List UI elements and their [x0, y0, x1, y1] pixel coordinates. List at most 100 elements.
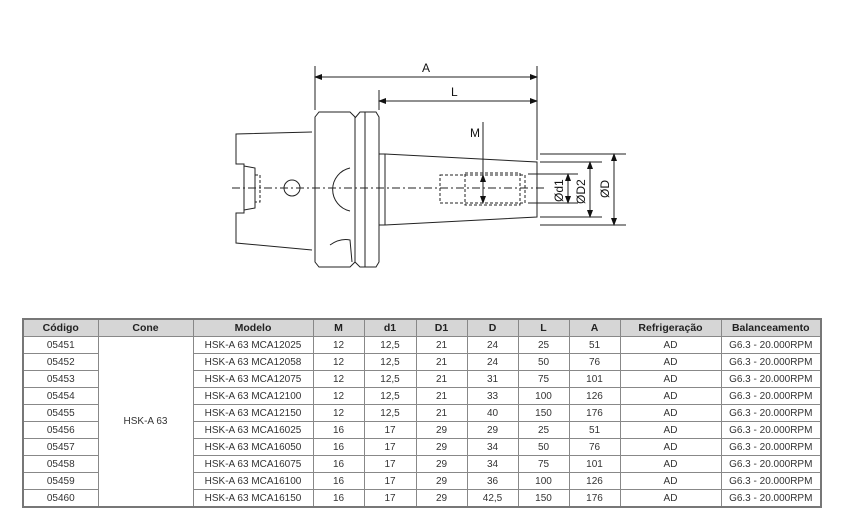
column-header: Cone: [97, 318, 194, 337]
cell-codigo: 05452: [22, 353, 99, 371]
cell-codigo: 05460: [22, 489, 99, 508]
cell-modelo: HSK-A 63 MCA16150: [192, 489, 314, 508]
cell-m: 16: [312, 455, 365, 473]
cell-a: 126: [568, 472, 621, 490]
cell-l: 100: [517, 387, 570, 405]
cell-a: 101: [568, 455, 621, 473]
cell-d: 33: [466, 387, 519, 405]
cell-d1: 29: [415, 421, 468, 439]
cell-m: 12: [312, 387, 365, 405]
column-header: Modelo: [192, 318, 314, 337]
cell-a: 101: [568, 370, 621, 388]
cell-bal: G6.3 - 20.000RPM: [720, 455, 822, 473]
cell-d1: 21: [415, 353, 468, 371]
cell-d1: 29: [415, 455, 468, 473]
cell-ref: AD: [619, 438, 722, 456]
cell-bal: G6.3 - 20.000RPM: [720, 421, 822, 439]
cell-codigo: 05454: [22, 387, 99, 405]
cell-d: 34: [466, 455, 519, 473]
cell-codigo: 05451: [22, 336, 99, 354]
cell-d1: 12,5: [363, 387, 417, 405]
cell-m: 12: [312, 404, 365, 422]
cell-m: 16: [312, 421, 365, 439]
cell-l: 150: [517, 489, 570, 508]
cell-d: 24: [466, 353, 519, 371]
cell-modelo: HSK-A 63 MCA16075: [192, 455, 314, 473]
cell-d1: 12,5: [363, 353, 417, 371]
cell-d: 36: [466, 472, 519, 490]
cell-ref: AD: [619, 404, 722, 422]
cell-d: 31: [466, 370, 519, 388]
cell-ref: AD: [619, 370, 722, 388]
cell-m: 12: [312, 336, 365, 354]
cell-d1: 17: [363, 421, 417, 439]
cell-d: 34: [466, 438, 519, 456]
cell-m: 12: [312, 370, 365, 388]
cell-ref: AD: [619, 472, 722, 490]
cell-d: 42,5: [466, 489, 519, 508]
cell-d1: 12,5: [363, 370, 417, 388]
cell-d1: 17: [363, 472, 417, 490]
cell-modelo: HSK-A 63 MCA12075: [192, 370, 314, 388]
cell-d1: 21: [415, 370, 468, 388]
cell-d1: 21: [415, 404, 468, 422]
cell-l: 75: [517, 370, 570, 388]
cell-codigo: 05458: [22, 455, 99, 473]
cell-a: 176: [568, 404, 621, 422]
cell-l: 50: [517, 353, 570, 371]
cell-d1: 29: [415, 472, 468, 490]
cell-ref: AD: [619, 353, 722, 371]
cell-bal: G6.3 - 20.000RPM: [720, 438, 822, 456]
flange: [314, 111, 356, 268]
column-header: D1: [415, 318, 468, 337]
cell-l: 100: [517, 472, 570, 490]
cell-m: 16: [312, 438, 365, 456]
cell-m: 12: [312, 353, 365, 371]
cell-ref: AD: [619, 387, 722, 405]
cell-modelo: HSK-A 63 MCA12025: [192, 336, 314, 354]
dim-l-label: L: [451, 85, 458, 99]
cell-d1: 17: [363, 489, 417, 508]
cell-modelo: HSK-A 63 MCA12150: [192, 404, 314, 422]
cell-bal: G6.3 - 20.000RPM: [720, 336, 822, 354]
cell-ref: AD: [619, 489, 722, 508]
taper-shank: [379, 153, 538, 226]
cell-d1: 21: [415, 336, 468, 354]
cell-a: 51: [568, 421, 621, 439]
cell-bal: G6.3 - 20.000RPM: [720, 472, 822, 490]
cell-m: 16: [312, 489, 365, 508]
cell-modelo: HSK-A 63 MCA16025: [192, 421, 314, 439]
cell-ref: AD: [619, 455, 722, 473]
cell-codigo: 05457: [22, 438, 99, 456]
cell-d1: 29: [415, 489, 468, 508]
dim-m-label: M: [470, 126, 480, 140]
cell-l: 25: [517, 336, 570, 354]
cell-l: 150: [517, 404, 570, 422]
cell-bal: G6.3 - 20.000RPM: [720, 370, 822, 388]
column-header: M: [312, 318, 365, 337]
dim-d1-label: Ød1: [552, 179, 566, 202]
cell-bal: G6.3 - 20.000RPM: [720, 489, 822, 508]
column-header: D: [466, 318, 519, 337]
cell-modelo: HSK-A 63 MCA16050: [192, 438, 314, 456]
cell-d1: 21: [415, 387, 468, 405]
cell-ref: AD: [619, 421, 722, 439]
cell-d1: 17: [363, 438, 417, 456]
cell-d1: 29: [415, 438, 468, 456]
cell-d1: 17: [363, 455, 417, 473]
cell-d: 29: [466, 421, 519, 439]
cell-codigo: 05456: [22, 421, 99, 439]
cell-a: 76: [568, 438, 621, 456]
column-header: d1: [363, 318, 417, 337]
cell-codigo: 05459: [22, 472, 99, 490]
